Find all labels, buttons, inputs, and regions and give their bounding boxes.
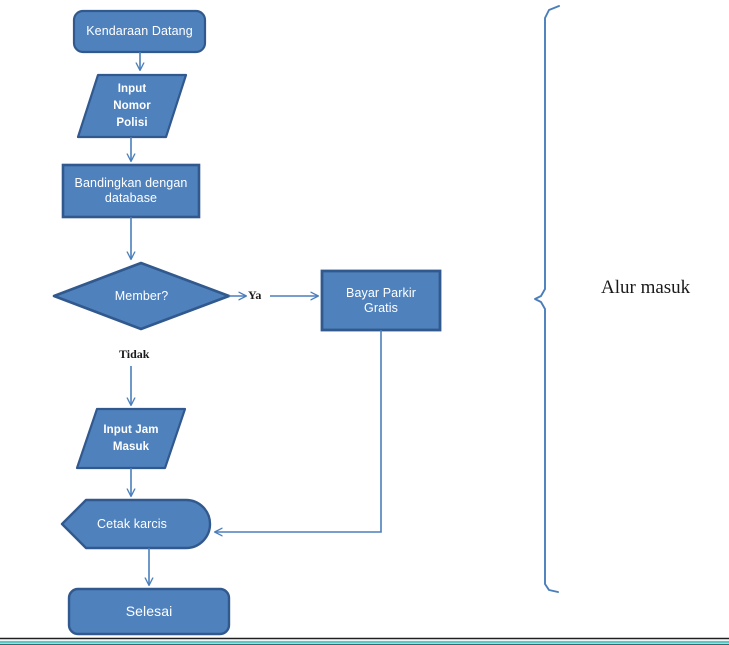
edge-label-ya: Ya [248,288,262,302]
connectors [131,52,382,585]
annotation-alur-masuk: Alur masuk [601,277,691,298]
process-shape [61,163,201,219]
parallelogram-shape [75,407,187,470]
node-input-jam-masuk[interactable] [75,407,187,470]
node-member-decision[interactable] [52,261,231,331]
node-cetak-karcis[interactable] [60,498,212,550]
edge-label-tidak: Tidak [119,347,150,361]
bracket-path [534,5,560,593]
terminator-shape [67,587,231,636]
parallelogram-shape [76,73,188,139]
process-shape [320,269,442,332]
alur-masuk-bracket [534,5,560,593]
node-bayar-parkir-gratis[interactable] [320,269,442,332]
flag-shape [60,498,212,550]
node-input-nomor-polisi[interactable] [76,73,188,139]
decision-shape [52,261,231,331]
node-selesai[interactable] [67,587,231,636]
connector-bayar-parkir-to-cetak-karcis [215,330,382,532]
node-kendaraan-datang[interactable] [72,9,207,54]
node-bandingkan-database[interactable] [61,163,201,219]
terminator-shape [72,9,207,54]
